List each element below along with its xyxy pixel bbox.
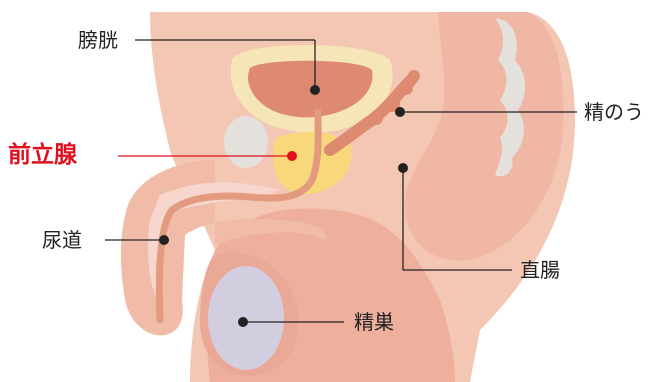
urethra-label: 尿道 [42, 230, 82, 250]
seminal-vesicle-bead [399, 81, 413, 95]
bladder-label: 膀胱 [78, 30, 118, 50]
seminal-vesicle-bead [369, 111, 383, 125]
rectum-label: 直腸 [520, 260, 560, 280]
seminal-vesicle-label: 精のう [584, 102, 644, 122]
prostate-label: 前立腺 [8, 144, 77, 167]
testis-label: 精巣 [354, 312, 394, 332]
pubic-bone [224, 116, 268, 168]
